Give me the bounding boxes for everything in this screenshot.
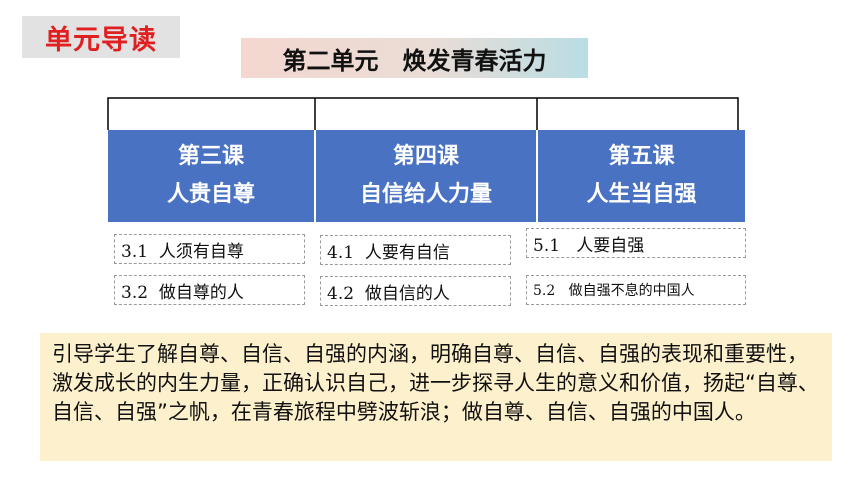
section-4-1: 4.1 人要有自信 [320, 235, 511, 265]
lesson-4-title: 自信给人力量 [359, 182, 492, 207]
section-5-1: 5.1 人要自强 [526, 228, 746, 258]
unit-guide-badge: 单元导读 [22, 16, 180, 58]
section-3-1: 3.1 人须有自尊 [114, 234, 305, 264]
lesson-5-title: 人生当自强 [586, 182, 697, 207]
section-4-2: 4.2 做自信的人 [320, 276, 511, 306]
section-3-2: 3.2 做自尊的人 [114, 275, 305, 305]
lesson-3-title: 人贵自尊 [166, 182, 255, 207]
unit-guide-label: 单元导读 [45, 24, 157, 56]
unit-title: 第二单元 焕发青春活力 [241, 38, 588, 78]
lesson-4-number: 第四课 [392, 144, 459, 169]
lesson-5-number: 第五课 [608, 144, 675, 169]
lesson-3-number: 第三课 [177, 144, 244, 169]
lesson-3-box: 第三课 人贵自尊 [108, 130, 314, 222]
lesson-4-box: 第四课 自信给人力量 [316, 130, 536, 222]
summary-text: 引导学生了解自尊、自信、自强的内涵，明确自尊、自信、自强的表现和重要性，激发成长… [40, 333, 832, 461]
section-5-2: 5.2 做自强不息的中国人 [526, 275, 746, 305]
lesson-5-box: 第五课 人生当自强 [538, 130, 745, 222]
